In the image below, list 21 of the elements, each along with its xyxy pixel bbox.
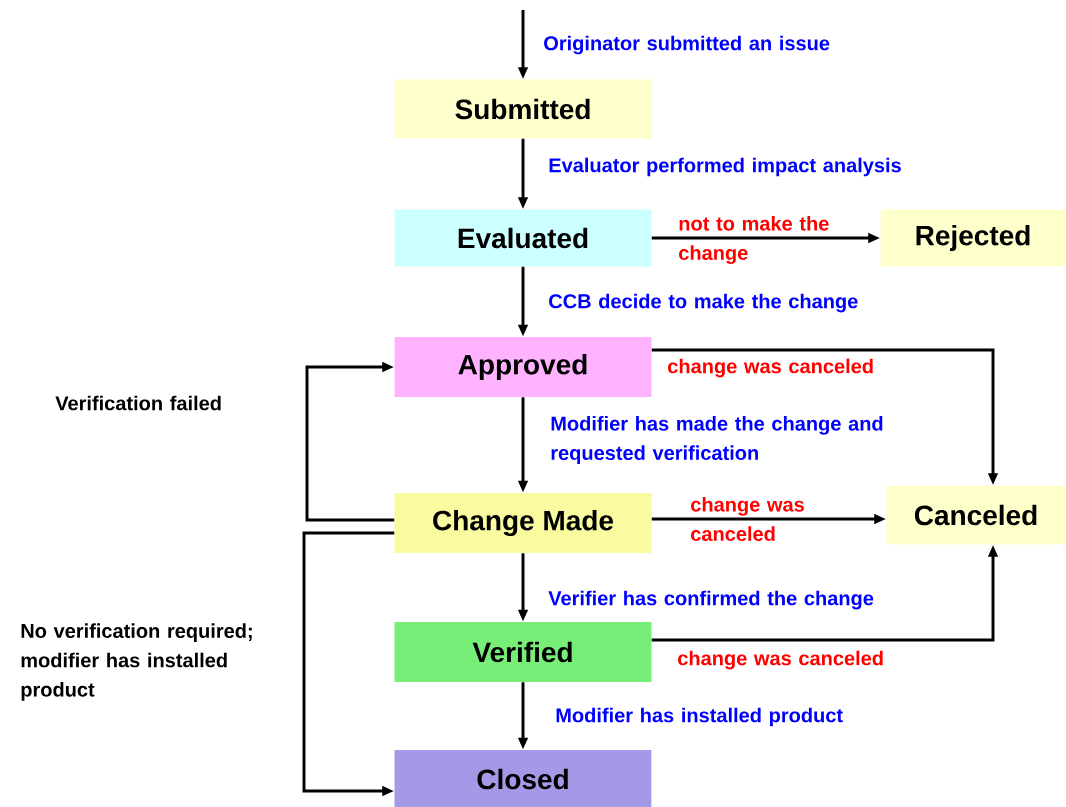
edge-label: Evaluator performed impact analysis <box>549 157 901 177</box>
state-box: Verified <box>394 622 652 682</box>
edge-label: not to make the change <box>679 215 829 265</box>
edge-label: change was canceled <box>691 497 804 541</box>
state-box: Submitted <box>394 79 652 139</box>
state-box: Canceled <box>886 485 1066 545</box>
edge-label: Modifier has installed product <box>556 707 843 727</box>
edge-label: CCB decide to make the change <box>549 293 858 313</box>
state-box: Evaluated <box>394 209 652 267</box>
edge-label: Modifier has made the change and requested verification <box>551 416 883 464</box>
edge-label: change was canceled <box>678 650 883 670</box>
state-box: Rejected <box>880 209 1066 267</box>
state-box: Change Made <box>394 493 652 553</box>
edge-label: Originator submitted an issue <box>544 35 830 55</box>
edge-label: No verification required; modifier has installed product <box>21 623 252 701</box>
arrow <box>305 361 395 522</box>
edge-label: change was canceled <box>668 358 873 378</box>
edge-label: Verifier has confirmed the change <box>548 590 874 610</box>
state-box: Approved <box>394 337 652 397</box>
edge-label: Verification failed <box>55 395 221 411</box>
state-box: Closed <box>394 750 652 807</box>
